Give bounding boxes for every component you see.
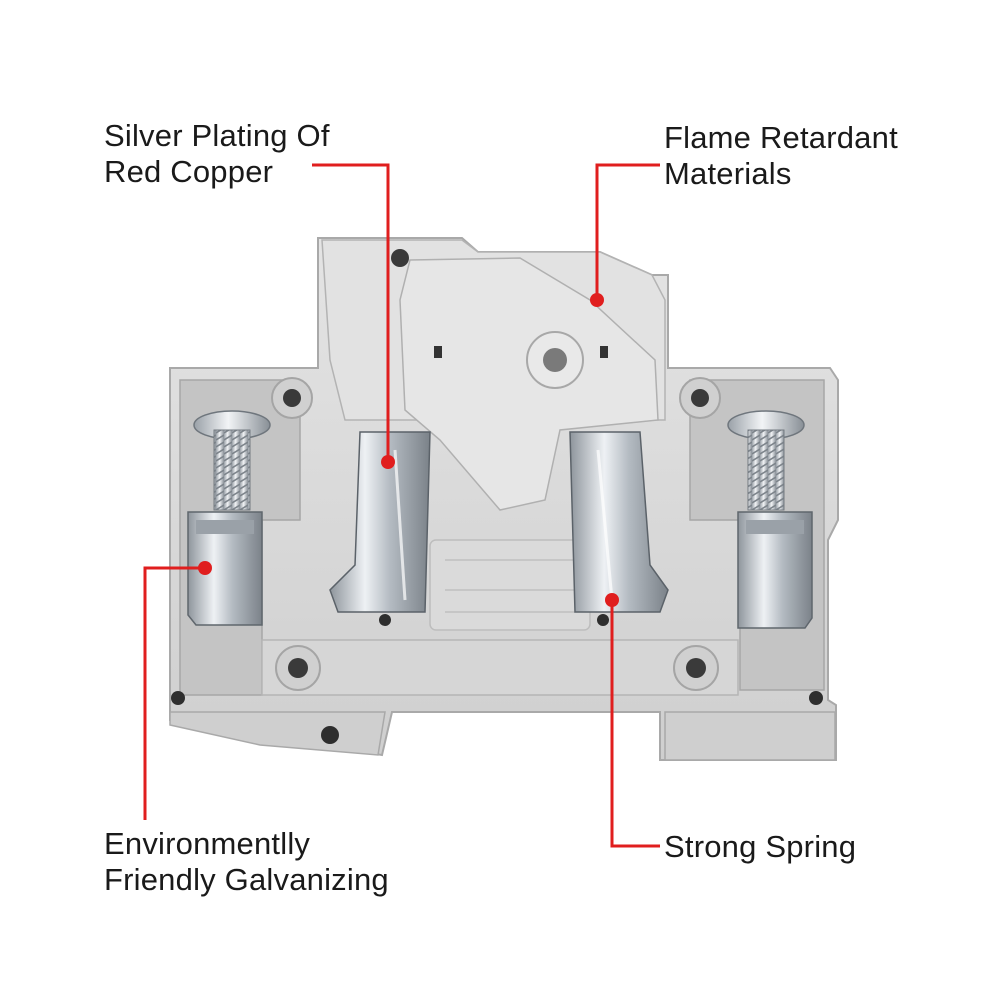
callout-galvanizing-line2: Friendly Galvanizing: [104, 862, 389, 897]
leader-silver-plating: [312, 163, 390, 462]
leader-galvanizing: [143, 566, 205, 820]
dot-galvanizing: [198, 561, 212, 575]
right-screw: [727, 410, 805, 511]
callout-galvanizing: Environmentlly Friendly Galvanizing: [104, 826, 389, 898]
right-spring: [569, 431, 669, 613]
callout-galvanizing-line1: Environmentlly: [104, 826, 311, 861]
right-clamp: [737, 511, 813, 629]
left-screw: [193, 410, 271, 511]
dot-spring: [605, 593, 619, 607]
dot-silver-plating: [381, 455, 395, 469]
callout-spring: Strong Spring: [664, 829, 856, 865]
callout-silver-plating-line2: Red Copper: [104, 154, 274, 189]
left-clamp: [187, 511, 263, 626]
left-spring: [329, 431, 431, 613]
callout-flame-retardant: Flame Retardant Materials: [664, 120, 898, 192]
callout-spring-line1: Strong Spring: [664, 829, 857, 864]
leader-dots: [198, 293, 619, 607]
callout-silver-plating-line1: Silver Plating Of: [104, 118, 330, 153]
leader-spring: [610, 600, 660, 848]
mounting-holes: [171, 249, 823, 744]
housing: [169, 237, 839, 761]
callout-silver-plating: Silver Plating Of Red Copper: [104, 118, 330, 190]
callout-flame-retardant-line1: Flame Retardant: [664, 120, 898, 155]
leader-lines: [143, 163, 660, 848]
leader-flame-retardant: [595, 163, 660, 300]
dot-flame-retardant: [590, 293, 604, 307]
callout-flame-retardant-line2: Materials: [664, 156, 792, 191]
